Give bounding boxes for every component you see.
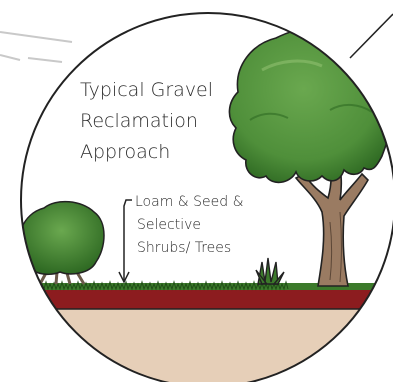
annotation-line-3: Shrubs/ Trees [137, 238, 231, 259]
annotation-line-2: Selective [137, 215, 201, 236]
connector-line-right [350, 14, 393, 58]
title-line-2: Reclamation [80, 107, 198, 135]
connector-lines-left [0, 32, 72, 62]
title-line-1: Typical Gravel [80, 76, 213, 104]
subsoil-layer [0, 308, 393, 382]
loam-layer [0, 289, 393, 309]
title-line-3: Approach [80, 138, 170, 166]
annotation-line-1: Loam & Seed & [135, 192, 244, 213]
